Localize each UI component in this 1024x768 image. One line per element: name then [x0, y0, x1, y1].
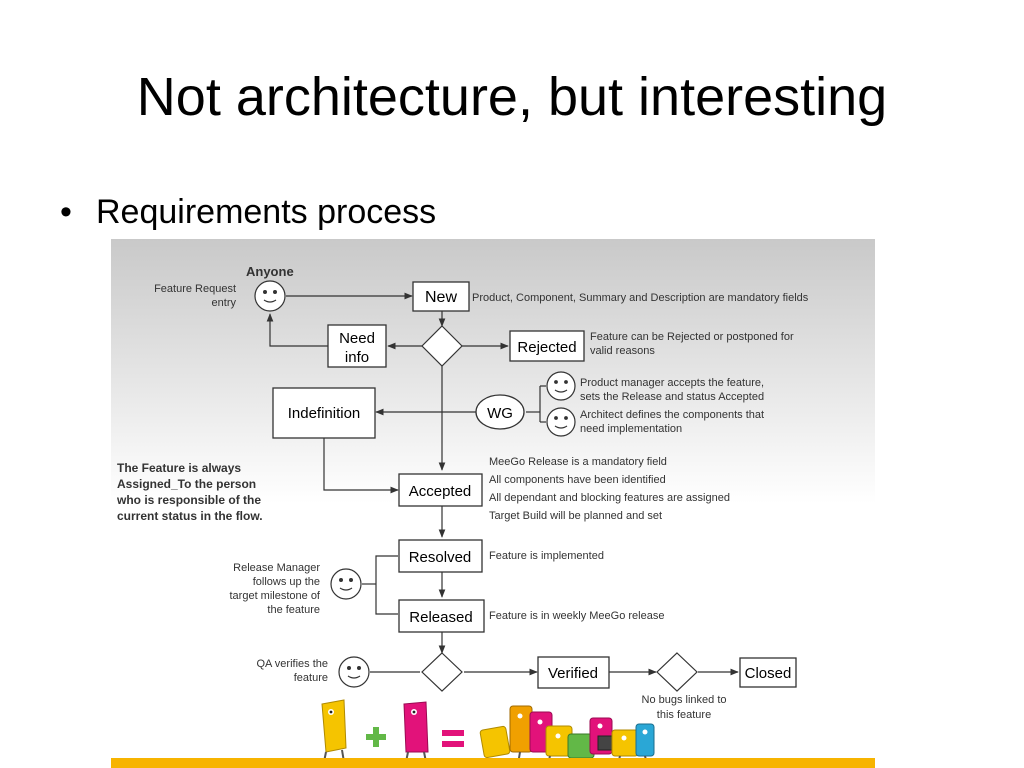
status-closed: Closed [739, 657, 797, 688]
status-verified-label: Verified [548, 665, 598, 682]
status-closed-label: Closed [745, 665, 792, 682]
assigned-note-line-3: who is responsible of the [116, 493, 261, 507]
yellow-mascot-icon [321, 699, 347, 763]
status-verified: Verified [537, 656, 610, 689]
assigned-note-line-2: Assigned_To the person [117, 477, 256, 491]
release-manager-line-3: target milestone of [230, 590, 321, 602]
status-new-label: New [425, 289, 457, 306]
smiley-release-manager-icon [330, 568, 362, 600]
release-manager-line-2: follows up the [253, 576, 320, 588]
feature-request-line-2: entry [212, 297, 237, 309]
status-released: Released [398, 599, 485, 633]
pm-note-line-1: Product manager accepts the feature, [580, 377, 764, 389]
released-note: Feature is in weekly MeeGo release [489, 610, 664, 622]
decision-diamond-3 [656, 652, 698, 692]
accepted-note-line-4: Target Build will be planned and set [489, 510, 662, 522]
pink-mascot-icon [403, 701, 429, 763]
assigned-note-line-1: The Feature is always [117, 461, 241, 475]
no-bugs-line-2: this feature [657, 709, 711, 721]
status-released-label: Released [409, 609, 472, 626]
architect-note-line-2: need implementation [580, 423, 682, 435]
status-accepted: Accepted [398, 473, 483, 507]
status-indefinition-label: Indefinition [288, 405, 361, 422]
smiley-architect-icon [546, 407, 576, 437]
bullet-symbol: • [60, 193, 72, 231]
decision-diamond-2 [421, 652, 463, 692]
architect-note-line-1: Architect defines the components that [580, 409, 764, 421]
smiley-qa-icon [338, 656, 370, 688]
equals-icon [442, 730, 464, 747]
mascot-illustration [321, 699, 655, 765]
wg-label: WG [487, 405, 513, 422]
accepted-note-line-1: MeeGo Release is a mandatory field [489, 456, 667, 468]
status-resolved-label: Resolved [409, 549, 472, 566]
mascot-crowd-icon [479, 705, 655, 765]
status-new: New [412, 281, 470, 312]
status-resolved: Resolved [398, 539, 483, 573]
status-need-info: Need info [327, 324, 387, 368]
release-manager-line-1: Release Manager [233, 562, 320, 574]
bullet-text: Requirements process [96, 193, 437, 231]
resolved-note: Feature is implemented [489, 550, 604, 562]
wg-node: WG [475, 394, 525, 430]
status-rejected-label: Rejected [517, 339, 576, 356]
smiley-anyone-icon [254, 280, 286, 312]
no-bugs-line-1: No bugs linked to [642, 694, 727, 706]
status-accepted-label: Accepted [409, 483, 472, 500]
connectors [266, 292, 739, 676]
plus-icon [366, 727, 386, 747]
decision-diamond-1 [421, 325, 463, 367]
status-rejected: Rejected [509, 330, 585, 362]
anyone-label: Anyone [246, 264, 294, 279]
qa-line-1: QA verifies the [256, 658, 328, 670]
release-manager-line-4: the feature [267, 604, 320, 616]
smiley-product-manager-icon [546, 371, 576, 401]
feature-request-line-1: Feature Request [154, 283, 236, 295]
assigned-note-line-4: current status in the flow. [117, 509, 263, 523]
rejected-note-line-2: valid reasons [590, 345, 655, 357]
need-info-line-1: Need [339, 330, 375, 347]
slide-title: Not architecture, but interesting [136, 67, 888, 127]
pm-note-line-2: sets the Release and status Accepted [580, 391, 764, 403]
status-indefinition: Indefinition [272, 387, 376, 439]
qa-line-2: feature [294, 672, 328, 684]
rejected-note-line-1: Feature can be Rejected or postponed for [590, 331, 794, 343]
bullet-item: • Requirements process [60, 190, 436, 234]
new-note: Product, Component, Summary and Descript… [472, 292, 809, 304]
accepted-note-line-2: All components have been identified [489, 474, 666, 486]
footer-bar [111, 758, 875, 768]
accepted-note-line-3: All dependant and blocking features are … [489, 492, 730, 504]
need-info-line-2: info [345, 349, 369, 366]
